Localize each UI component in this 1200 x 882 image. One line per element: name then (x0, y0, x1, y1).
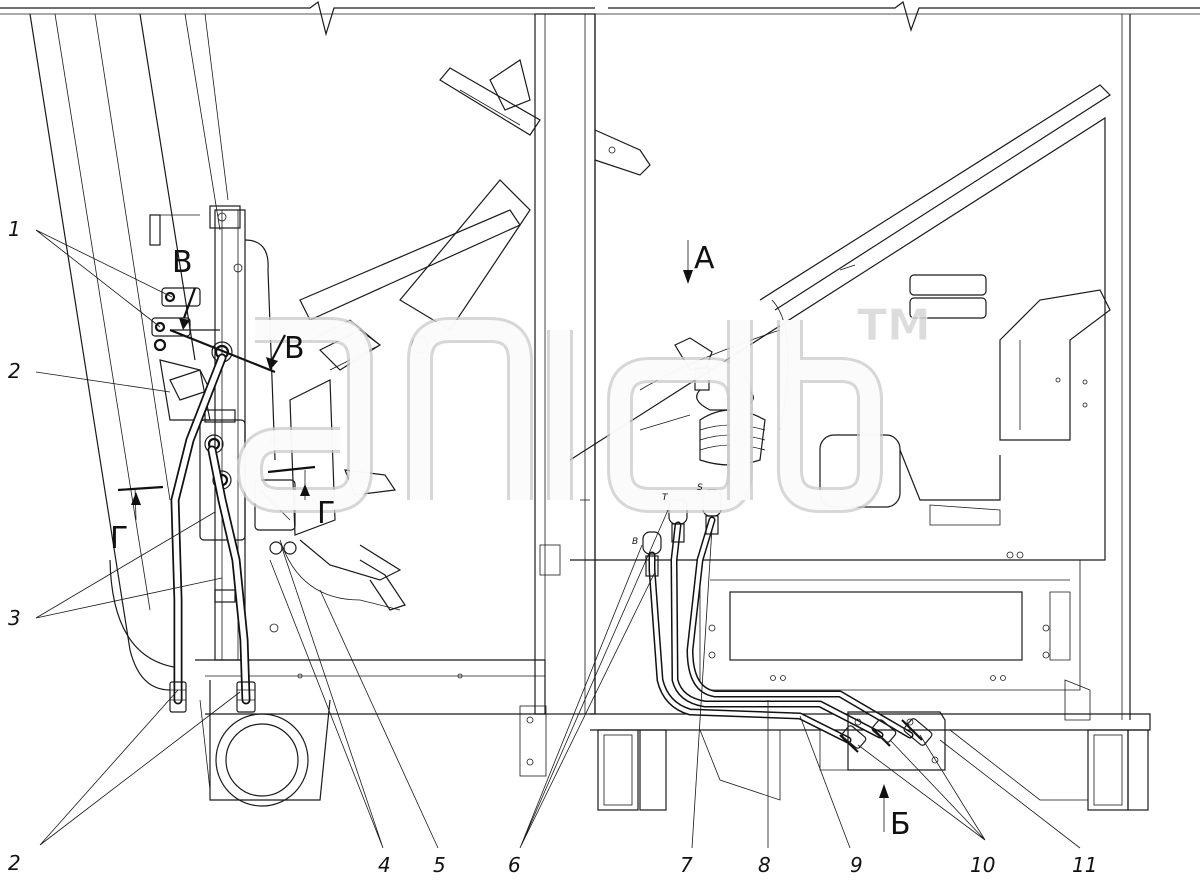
port-labels: B T S (632, 483, 703, 547)
callout-11: 11 (1072, 853, 1097, 877)
watermark-tm: TM (857, 300, 931, 351)
callout-2-lower: 2 (8, 851, 21, 875)
callout-2-upper: 2 (8, 359, 21, 383)
cab-pillar (29, 13, 229, 691)
callout-8: 8 (758, 853, 771, 877)
manifold-block (839, 711, 946, 771)
cab-wall (519, 13, 1131, 777)
view-label-a: А (694, 241, 715, 276)
callout-3: 3 (8, 606, 21, 630)
view-label-g-right: Г (317, 496, 335, 531)
view-label-v-mid: В (284, 331, 305, 366)
watermark-logo: TM (237, 300, 931, 513)
callout-4: 4 (378, 853, 391, 877)
callout-10: 10 (970, 853, 995, 877)
port-label-b: B (632, 537, 638, 547)
right-hoses (642, 489, 914, 744)
callout-1: 1 (8, 217, 21, 241)
view-label-g-left: Г (110, 521, 128, 556)
callout-6: 6 (508, 853, 521, 877)
callout-9: 9 (850, 853, 863, 877)
callout-7: 7 (680, 853, 693, 877)
section-markers: В В Г Г (110, 245, 335, 556)
leader-lines (35, 229, 1081, 849)
port-label-s: S (697, 483, 703, 493)
port-label-t: T (662, 493, 669, 503)
left-hoses (169, 353, 256, 713)
view-label-b: Б (890, 807, 911, 842)
callouts: 1 2 3 2 4 5 6 7 8 9 10 11 (8, 217, 1097, 877)
wheel-assembly (199, 679, 1149, 811)
view-arrows: А Б (683, 240, 911, 842)
callout-5: 5 (433, 853, 446, 877)
view-label-v-top: В (172, 245, 193, 280)
top-break-line (0, 0, 1200, 37)
side-panel (569, 84, 1111, 561)
